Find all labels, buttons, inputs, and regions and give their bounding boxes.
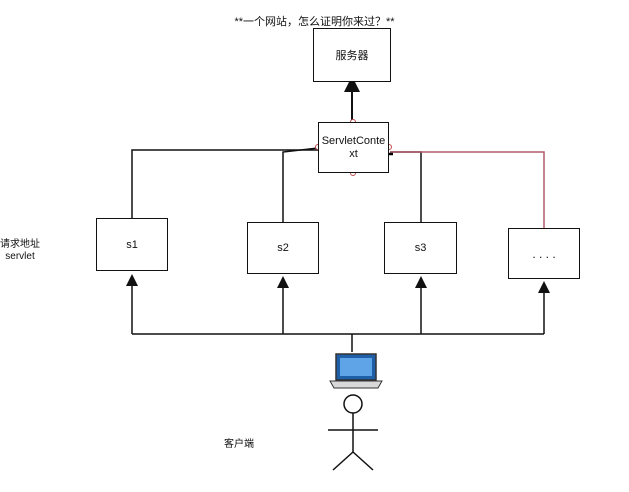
servlet-box-s1[interactable]: s1 [96,218,168,271]
servlet-label-s2: s2 [277,242,289,254]
servlet-box-more[interactable]: . . . . [508,228,580,279]
laptop-icon [329,353,383,389]
server-box[interactable]: 服务器 [313,28,391,82]
servlet-box-s3[interactable]: s3 [384,222,457,274]
server-label: 服务器 [335,50,369,62]
servlet-context-box[interactable]: ServletConte xt [318,122,389,173]
stick-figure-icon [328,394,378,471]
side-label: 请求地址 servlet [0,239,40,263]
servlet-label-s1: s1 [126,238,138,251]
servlet-label-s3: s3 [414,242,427,254]
servlet-box-s2[interactable]: s2 [247,222,319,274]
side-label-line1: 请求地址 [0,239,40,250]
s3-to-context-line [390,151,422,222]
client-label: 客户端 [224,439,254,450]
servlet-context-label: ServletConte xt [321,134,386,160]
more-to-context-line [390,151,545,228]
s1-to-context-line [131,149,318,218]
side-label-line2: servlet [5,251,35,262]
diagram-title: **一个网站，怎么证明你来过？** [234,16,395,28]
s2-to-context-line [282,147,319,222]
servlet-label-more: . . . . [532,246,556,261]
